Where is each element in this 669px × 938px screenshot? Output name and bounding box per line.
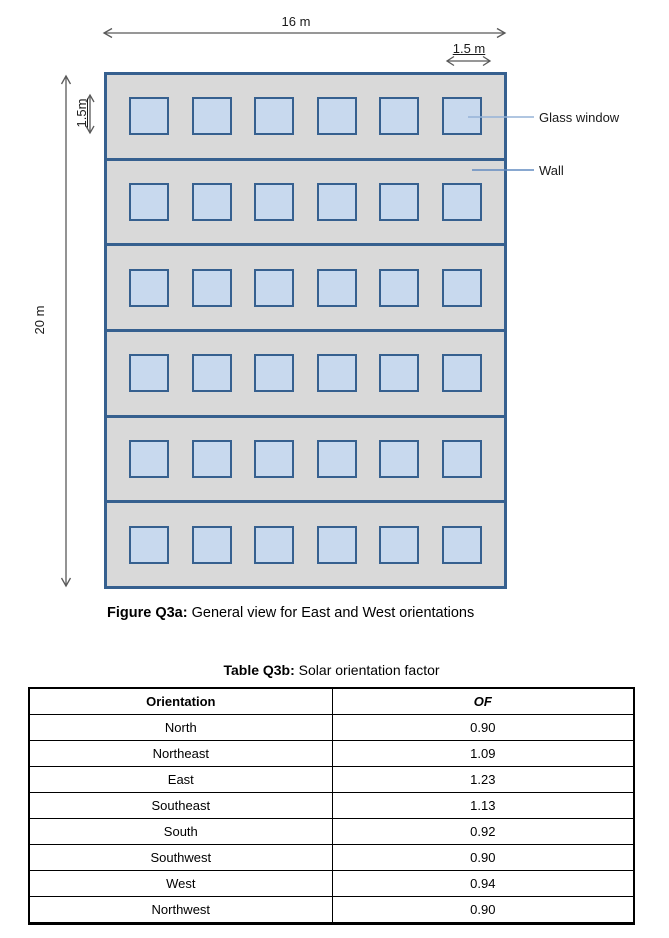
glass-window <box>316 268 357 307</box>
glass-window <box>129 268 169 307</box>
glass-window <box>379 440 420 479</box>
total-width-label: 16 m <box>281 14 311 29</box>
figure-caption-text: General view for East and West orientati… <box>187 605 475 621</box>
orientation-cell: North <box>28 714 333 741</box>
orientation-header: Orientation <box>28 687 333 715</box>
table-title-text: Solar orientation factor <box>294 662 440 678</box>
window-width-dimension-arrow <box>445 55 492 67</box>
of-cell: 0.90 <box>331 844 635 871</box>
building-floor <box>104 414 507 504</box>
glass-window <box>129 440 169 479</box>
building-floor <box>104 72 507 161</box>
table-row: Southeast 1.13 <box>28 792 635 819</box>
table-row: Southwest 0.90 <box>28 844 635 871</box>
orientation-cell: Northwest <box>28 896 333 924</box>
of-cell: 1.23 <box>331 766 635 793</box>
table-row: Northeast 1.09 <box>28 740 635 767</box>
building-floor <box>104 329 507 418</box>
glass-window <box>254 183 295 221</box>
glass-window <box>441 440 482 479</box>
orientation-cell: Northeast <box>28 740 333 767</box>
building-facade <box>104 72 507 590</box>
glass-window <box>191 525 232 564</box>
window-height-label: 1.5m <box>74 98 89 128</box>
glass-window <box>191 354 232 393</box>
glass-window <box>129 525 169 564</box>
orientation-cell: Southeast <box>28 792 333 819</box>
glass-window <box>441 354 482 393</box>
window-width-label: 1.5 m <box>452 41 486 56</box>
glass-window <box>254 440 295 479</box>
table-header-row: Orientation OF <box>28 687 635 715</box>
glass-window <box>316 354 357 393</box>
glass-window <box>441 183 482 221</box>
of-cell: 1.13 <box>331 792 635 819</box>
of-cell: 1.09 <box>331 740 635 767</box>
table-title: Table Q3b: Solar orientation factor <box>28 662 635 678</box>
orientation-cell: South <box>28 818 333 845</box>
wall-annotation: Wall <box>539 163 564 178</box>
width-dimension-arrow <box>102 27 507 39</box>
solar-orientation-table: Orientation OF North 0.90 Northeast 1.09… <box>28 687 635 925</box>
glass-window <box>191 440 232 479</box>
table-row: West 0.94 <box>28 870 635 897</box>
glass-window <box>379 97 420 136</box>
table-title-number: Table Q3b: <box>223 662 295 678</box>
orientation-cell: West <box>28 870 333 897</box>
glass-window <box>254 354 295 393</box>
glass-window <box>379 268 420 307</box>
total-height-label: 20 m <box>32 305 47 335</box>
glass-window <box>316 440 357 479</box>
glass-window <box>191 97 232 136</box>
glass-window <box>254 525 295 564</box>
glass-window <box>129 354 169 393</box>
glass-window <box>316 525 357 564</box>
table-row: East 1.23 <box>28 766 635 793</box>
glass-window <box>254 97 295 136</box>
glass-window <box>129 183 169 221</box>
glass-window <box>129 97 169 136</box>
glass-window <box>379 354 420 393</box>
glass-window-annotation: Glass window <box>539 110 620 125</box>
glass-window <box>441 97 482 136</box>
building-floor <box>104 157 507 247</box>
of-cell: 0.90 <box>331 714 635 741</box>
building-floor <box>104 243 507 333</box>
glass-window <box>191 183 232 221</box>
of-cell: 0.94 <box>331 870 635 897</box>
table-row: South 0.92 <box>28 818 635 845</box>
glass-window <box>316 97 357 136</box>
building-floor <box>104 500 507 590</box>
orientation-cell: Southwest <box>28 844 333 871</box>
of-header: OF <box>331 687 635 715</box>
figure-caption: Figure Q3a: General view for East and We… <box>107 605 474 621</box>
glass-window <box>379 525 420 564</box>
of-cell: 0.90 <box>331 896 635 924</box>
table-row: Northwest 0.90 <box>28 896 635 924</box>
glass-window <box>441 525 482 564</box>
glass-window <box>379 183 420 221</box>
glass-window <box>316 183 357 221</box>
glass-window <box>191 268 232 307</box>
of-cell: 0.92 <box>331 818 635 845</box>
glass-window <box>254 268 295 307</box>
figure-caption-number: Figure Q3a: <box>107 605 188 621</box>
glass-window <box>441 268 482 307</box>
height-dimension-arrow <box>60 74 72 588</box>
table-row: North 0.90 <box>28 714 635 741</box>
orientation-cell: East <box>28 766 333 793</box>
